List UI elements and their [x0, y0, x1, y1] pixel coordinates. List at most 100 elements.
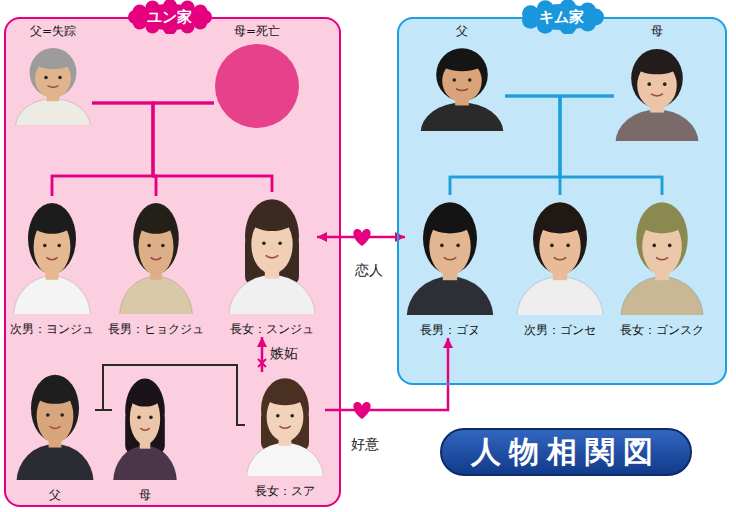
family-line [153, 103, 214, 196]
portrait-body [517, 277, 603, 315]
cross-mark [258, 359, 266, 367]
portrait-eye [58, 76, 62, 80]
portrait-photo [118, 196, 194, 314]
family-line [103, 365, 245, 425]
portrait-fringe [250, 209, 295, 231]
person-name: 長女：スンジュ [230, 322, 314, 337]
portrait-eye [276, 414, 280, 418]
deceased-circle [215, 44, 299, 128]
portrait-eye [262, 241, 266, 245]
person-node: 長男：ヒョクジュ [105, 196, 207, 337]
chart-title: 人物相関図 [440, 428, 692, 476]
family-group-box: ユン家父=失踪母=死亡次男：ヨンジュ長男：ヒョクジュ長女：スンジュ父母長女：スア [4, 17, 341, 507]
person-name: 父=失踪 [30, 24, 76, 39]
person-node: 長女：ゴンスク [617, 195, 707, 338]
family-panel-fill [397, 17, 727, 385]
portrait-body [17, 444, 94, 480]
portrait-mouth [49, 426, 60, 428]
heart-icon [353, 229, 370, 246]
portrait-fringe [129, 387, 162, 406]
person-node: 次男：ゴンセ [515, 195, 605, 338]
portrait-photo [214, 43, 300, 129]
portrait-body [616, 110, 699, 141]
person-node: 母 [112, 372, 178, 503]
family-panel-fill [4, 17, 341, 507]
cross-mark [258, 359, 266, 367]
person-name: 父 [456, 24, 468, 39]
portrait-mouth [656, 257, 668, 259]
portrait-eye [440, 244, 444, 248]
portrait-eye [137, 416, 141, 420]
person-name: 長女：スア [255, 484, 315, 499]
portrait-photo [14, 43, 92, 125]
person-name: 長男：ゴヌ [420, 323, 480, 338]
portrait-photo [112, 372, 178, 480]
portrait-mouth [444, 257, 457, 259]
portrait-eye [60, 413, 64, 417]
person-name: 父 [49, 488, 61, 503]
portrait-eye [456, 244, 460, 248]
portrait-fringe [441, 55, 484, 71]
portrait-eye [668, 244, 672, 248]
portrait-body [16, 99, 91, 125]
family-name: キム家 [519, 0, 605, 34]
portrait-fringe [34, 54, 73, 69]
portrait-mouth [140, 428, 149, 430]
person-name: 母 [139, 488, 151, 503]
edge-label: 恋人 [355, 262, 383, 279]
family-badge: ユン家 [127, 0, 213, 34]
family-name: ユン家 [127, 0, 213, 34]
portrait-eye [647, 82, 651, 86]
portrait-photo [619, 195, 705, 315]
portrait-body [407, 277, 493, 315]
portrait-fringe [538, 212, 583, 234]
portrait-eye [43, 244, 47, 248]
portrait-eye [46, 413, 50, 417]
portrait-fringe [137, 213, 175, 234]
portrait-body [621, 277, 704, 315]
portrait-hair [30, 48, 77, 97]
portrait-fringe [641, 212, 684, 234]
portrait-photo [15, 368, 95, 480]
portrait-body [229, 275, 315, 314]
family-group-box: キム家父母長男：ゴヌ次男：ゴンセ長女：ゴンスク [397, 17, 727, 385]
portrait-fringe [428, 212, 473, 234]
portrait-eye [468, 78, 472, 82]
person-node: 父=失踪 [14, 24, 92, 125]
portrait-body [120, 276, 193, 314]
family-line [505, 96, 662, 195]
title-badge: 人物相関図 [440, 428, 692, 476]
cross-mark [258, 359, 266, 367]
portrait-photo [405, 195, 495, 315]
portrait-photo [227, 192, 317, 314]
edge-label: 嫉妬 [270, 345, 298, 362]
person-node: 長男：ゴヌ [405, 195, 495, 338]
edge-label: 好意 [351, 436, 379, 453]
person-node: 次男：ヨンジュ [7, 196, 97, 337]
portrait-mouth [151, 257, 162, 259]
portrait-eye [161, 244, 165, 248]
portrait-photo [419, 43, 505, 131]
family-badge: キム家 [519, 0, 605, 34]
portrait-eye [278, 241, 282, 245]
portrait-hair [631, 49, 683, 108]
portrait-mouth [46, 257, 57, 259]
portrait-eye [452, 78, 456, 82]
person-name: 母 [651, 24, 663, 39]
person-name: 次男：ゴンセ [524, 323, 596, 338]
portrait-photo [515, 195, 605, 315]
heart-icon [353, 402, 370, 419]
relation-arrow [261, 337, 264, 372]
family-line [95, 365, 245, 425]
portrait-fringe [636, 57, 679, 75]
portrait-mouth [456, 89, 468, 91]
portrait-photo [12, 196, 92, 314]
person-node: 父 [419, 24, 505, 131]
portrait-photo [245, 372, 325, 476]
portrait-mouth [554, 257, 567, 259]
portrait-mouth [266, 255, 279, 257]
person-node: 母 [614, 24, 700, 141]
portrait-body [247, 443, 324, 476]
portrait-eye [147, 244, 151, 248]
